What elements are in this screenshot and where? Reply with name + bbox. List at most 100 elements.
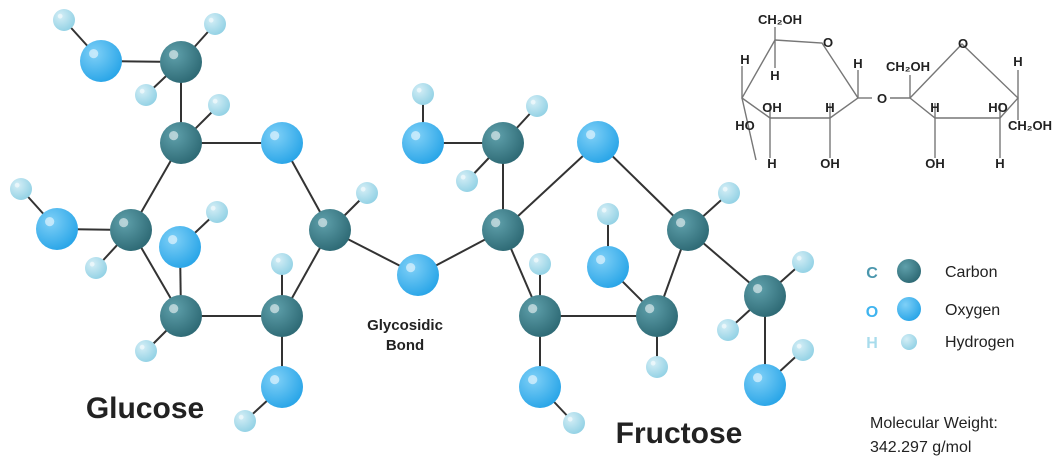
sf-h-8: H xyxy=(995,156,1004,171)
oxygen-atom xyxy=(744,364,786,406)
atom-highlight xyxy=(169,304,179,314)
atom-highlight xyxy=(139,344,145,350)
legend-symbol-hydrogen: H xyxy=(866,335,878,352)
hydrogen-atom xyxy=(208,94,230,116)
atom-highlight xyxy=(645,304,655,314)
sf-h-7: H xyxy=(930,100,939,115)
atom-highlight xyxy=(586,130,596,140)
sf-h-4: H xyxy=(825,100,834,115)
atom-highlight xyxy=(169,50,179,60)
legend: C Carbon O Oxygen H Hydrogen xyxy=(866,259,1014,352)
sf-h-6: H xyxy=(1013,54,1022,69)
atom-highlight xyxy=(411,131,421,141)
hydrogen-atom xyxy=(206,201,228,223)
atom-highlight xyxy=(57,13,63,19)
carbon-atom xyxy=(744,275,786,317)
sf-glucose-ring-oxygen: O xyxy=(823,35,833,50)
atom-layer xyxy=(10,9,814,434)
hydrogen-atom xyxy=(717,319,739,341)
carbon-atom xyxy=(261,295,303,337)
carbon-atom xyxy=(110,209,152,251)
legend-symbol-carbon: C xyxy=(866,265,878,282)
sf-ho-2: HO xyxy=(988,100,1008,115)
sf-fructose-ch2oh-top: CH₂OH xyxy=(886,59,930,74)
atom-highlight xyxy=(722,186,728,192)
atom-highlight xyxy=(45,217,55,227)
atom-highlight xyxy=(139,88,145,94)
atom-highlight xyxy=(416,87,422,93)
oxygen-atom xyxy=(519,366,561,408)
hydrogen-atom xyxy=(356,182,378,204)
sf-h-1: H xyxy=(740,52,749,67)
atom-highlight xyxy=(270,375,280,385)
hydrogen-atom xyxy=(597,203,619,225)
carbon-atom xyxy=(160,41,202,83)
atom-highlight xyxy=(528,375,538,385)
legend-name-hydrogen: Hydrogen xyxy=(945,334,1014,351)
atom-highlight xyxy=(596,255,606,265)
sf-glucose-ch2oh: CH₂OH xyxy=(758,12,802,27)
atom-highlight xyxy=(460,174,466,180)
oxygen-atom xyxy=(587,246,629,288)
atom-highlight xyxy=(360,186,366,192)
structural-formula xyxy=(741,27,1019,161)
carbon-atom xyxy=(482,122,524,164)
atom-highlight xyxy=(533,257,539,263)
sf-oh-1: OH xyxy=(762,100,782,115)
sf-h-2: H xyxy=(770,68,779,83)
hydrogen-atom xyxy=(204,13,226,35)
atom-highlight xyxy=(753,373,763,383)
sf-bridge-oxygen: O xyxy=(877,91,887,106)
structural-formula-text: CH₂OH O H H H OH H HO H OH O CH₂OH O H H… xyxy=(735,12,1052,171)
sf-fructose-ring-oxygen: O xyxy=(958,36,968,51)
carbon-atom xyxy=(309,209,351,251)
hydrogen-atom xyxy=(792,339,814,361)
atom-highlight xyxy=(168,235,178,245)
oxygen-atom xyxy=(80,40,122,82)
sf-h-5: H xyxy=(767,156,776,171)
hydrogen-atom xyxy=(412,83,434,105)
sf-h-3: H xyxy=(853,56,862,71)
atom-highlight xyxy=(119,218,129,228)
oxygen-atom xyxy=(261,366,303,408)
oxygen-atom xyxy=(397,254,439,296)
legend-oxygen-swatch xyxy=(897,297,921,321)
atom-highlight xyxy=(212,98,218,104)
atom-highlight xyxy=(238,414,244,420)
carbon-atom xyxy=(160,122,202,164)
sf-fructose-ch2oh-right: CH₂OH xyxy=(1008,118,1052,133)
sf-oh-2: OH xyxy=(820,156,840,171)
atom-highlight xyxy=(169,131,179,141)
molecular-weight-value: 342.297 g/mol xyxy=(870,439,971,456)
atom-highlight xyxy=(318,218,328,228)
hydrogen-atom xyxy=(563,412,585,434)
atom-highlight xyxy=(14,182,20,188)
oxygen-atom xyxy=(402,122,444,164)
oxygen-atom xyxy=(36,208,78,250)
carbon-atom xyxy=(160,295,202,337)
atom-highlight xyxy=(270,304,280,314)
hydrogen-atom xyxy=(234,410,256,432)
oxygen-atom xyxy=(577,121,619,163)
atom-highlight xyxy=(601,207,607,213)
atom-highlight xyxy=(567,416,573,422)
sf-oh-3: OH xyxy=(925,156,945,171)
hydrogen-atom xyxy=(529,253,551,275)
legend-symbol-oxygen: O xyxy=(866,304,878,321)
hydrogen-atom xyxy=(10,178,32,200)
atom-highlight xyxy=(210,205,216,211)
glycosidic-bond-label-line2: Bond xyxy=(386,337,424,354)
legend-name-carbon: Carbon xyxy=(945,264,997,281)
glycosidic-bond-label-line1: Glycosidic xyxy=(367,317,443,334)
atom-highlight xyxy=(406,263,416,273)
carbon-atom xyxy=(667,209,709,251)
atom-highlight xyxy=(491,131,501,141)
carbon-atom xyxy=(482,209,524,251)
glucose-label: Glucose xyxy=(86,392,204,425)
hydrogen-atom xyxy=(456,170,478,192)
bond-line xyxy=(502,141,599,231)
atom-highlight xyxy=(528,304,538,314)
carbon-atom xyxy=(636,295,678,337)
